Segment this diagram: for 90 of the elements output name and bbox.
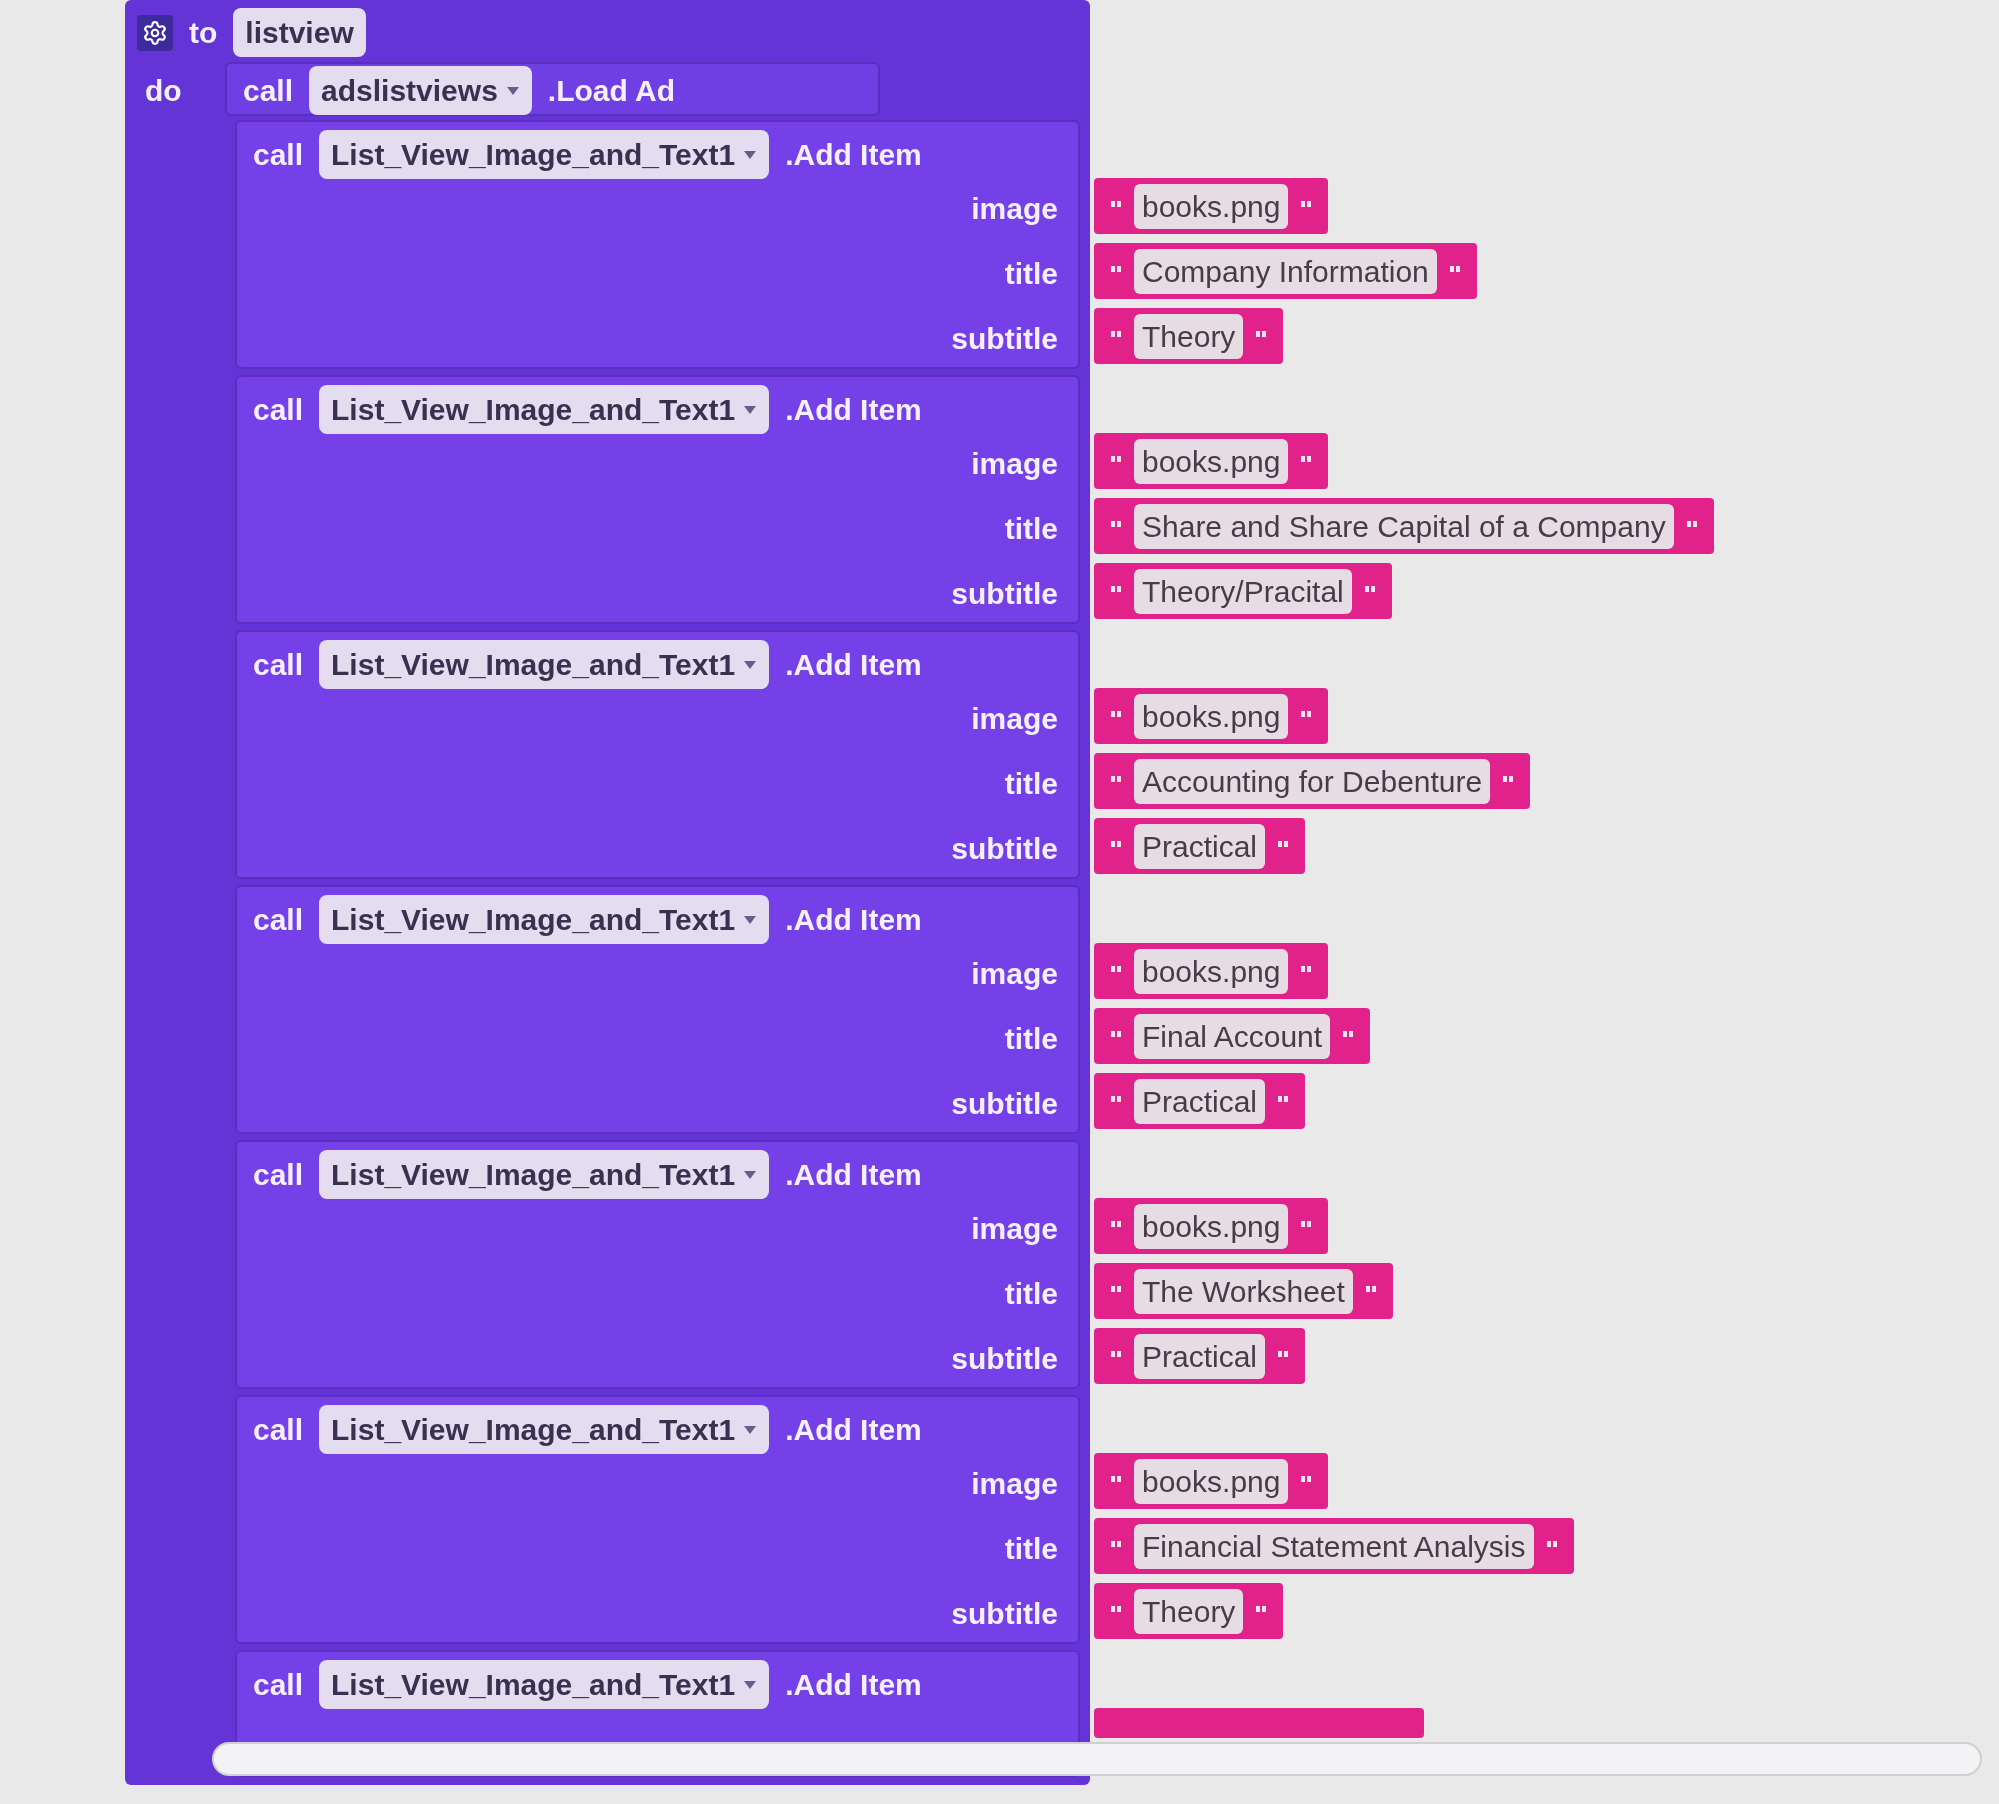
- keyword-label: call: [253, 1412, 304, 1448]
- component-dropdown: List_View_Image_and_Text1: [319, 130, 770, 179]
- keyword-label: call: [253, 137, 304, 173]
- text-block: [1094, 308, 1284, 364]
- text-block: [1094, 818, 1306, 874]
- method-label: .Load Ad: [547, 73, 676, 109]
- text-value: books.png: [1134, 693, 1289, 739]
- parameter-label: image: [971, 445, 1058, 482]
- procedure-block: [125, 0, 1090, 1785]
- keyword-label: call: [243, 73, 294, 109]
- component-dropdown: List_View_Image_and_Text1: [319, 385, 770, 434]
- text-value: Company Information: [1134, 248, 1437, 294]
- text-value: Practical: [1134, 1078, 1266, 1124]
- component-dropdown: adslistviews: [309, 66, 532, 115]
- keyword-label: call: [253, 647, 304, 683]
- text-block: [1094, 1453, 1329, 1509]
- keyword-label: call: [253, 392, 304, 428]
- parameter-label: image: [971, 955, 1058, 992]
- text-value: Final Account: [1134, 1013, 1331, 1059]
- keyword-label: to: [189, 15, 218, 51]
- parameter-label: subtitle: [951, 1085, 1058, 1122]
- method-label: .Add Item: [785, 1412, 922, 1448]
- add-item-block: [235, 1395, 1080, 1644]
- parameter-label: title: [1004, 765, 1058, 802]
- text-block: [1094, 178, 1329, 234]
- component-dropdown: List_View_Image_and_Text1: [319, 640, 770, 689]
- component-dropdown: List_View_Image_and_Text1: [319, 1660, 770, 1709]
- component-dropdown: List_View_Image_and_Text1: [319, 1150, 770, 1199]
- text-value: Practical: [1134, 823, 1266, 869]
- text-block: [1094, 753, 1531, 809]
- component-dropdown: List_View_Image_and_Text1: [319, 1405, 770, 1454]
- text-value: Theory: [1134, 1588, 1244, 1634]
- parameter-label: subtitle: [951, 320, 1058, 357]
- procedure-name-field: listview: [233, 8, 366, 57]
- text-block: [1094, 1073, 1306, 1129]
- text-block: [1094, 1518, 1574, 1574]
- text-block: [1094, 1328, 1306, 1384]
- component-dropdown: List_View_Image_and_Text1: [319, 895, 770, 944]
- parameter-label: image: [971, 190, 1058, 227]
- parameter-label: title: [1004, 255, 1058, 292]
- parameter-label: subtitle: [951, 1595, 1058, 1632]
- keyword-label: do: [145, 74, 182, 107]
- keyword-label: call: [253, 1157, 304, 1193]
- text-value: books.png: [1134, 1458, 1289, 1504]
- parameter-label: image: [971, 1465, 1058, 1502]
- text-value: Theory: [1134, 313, 1244, 359]
- method-call-block: [225, 62, 880, 116]
- parameter-label: image: [971, 1210, 1058, 1247]
- text-block: [1094, 1263, 1393, 1319]
- text-block: [1094, 498, 1714, 554]
- text-value: books.png: [1134, 1203, 1289, 1249]
- text-block: [1094, 433, 1329, 489]
- method-label: .Add Item: [785, 1157, 922, 1193]
- text-value: Share and Share Capital of a Company: [1134, 503, 1674, 549]
- parameter-label: title: [1004, 1530, 1058, 1567]
- method-label: .Add Item: [785, 647, 922, 683]
- text-block: [1094, 243, 1477, 299]
- add-item-block: [235, 885, 1080, 1134]
- text-value: books.png: [1134, 948, 1289, 994]
- parameter-label: title: [1004, 510, 1058, 547]
- keyword-label: call: [253, 1667, 304, 1703]
- keyword-label: call: [253, 902, 304, 938]
- method-label: .Add Item: [785, 1667, 922, 1703]
- text-value: Theory/Pracital: [1134, 568, 1352, 614]
- text-block: [1094, 688, 1329, 744]
- text-block: [1094, 943, 1329, 999]
- text-block: [1094, 1008, 1371, 1064]
- text-value: Accounting for Debenture: [1134, 758, 1491, 804]
- add-item-block: [235, 630, 1080, 879]
- parameter-label: title: [1004, 1020, 1058, 1057]
- add-item-block: [235, 375, 1080, 624]
- parameter-label: subtitle: [951, 830, 1058, 867]
- text-value: books.png: [1134, 438, 1289, 484]
- text-block: [1094, 1583, 1284, 1639]
- text-block: [1094, 563, 1392, 619]
- text-value: Financial Statement Analysis: [1134, 1523, 1534, 1569]
- text-block: [1094, 1708, 1424, 1738]
- text-value: The Worksheet: [1134, 1268, 1353, 1314]
- parameter-label: image: [971, 700, 1058, 737]
- method-label: .Add Item: [785, 137, 922, 173]
- add-item-block: [235, 1140, 1080, 1389]
- parameter-label: subtitle: [951, 1340, 1058, 1377]
- text-value: Practical: [1134, 1333, 1266, 1379]
- method-label: .Add Item: [785, 392, 922, 428]
- text-value: books.png: [1134, 183, 1289, 229]
- parameter-label: title: [1004, 1275, 1058, 1312]
- parameter-label: subtitle: [951, 575, 1058, 612]
- text-block: [1094, 1198, 1329, 1254]
- method-label: .Add Item: [785, 902, 922, 938]
- add-item-block: [235, 120, 1080, 369]
